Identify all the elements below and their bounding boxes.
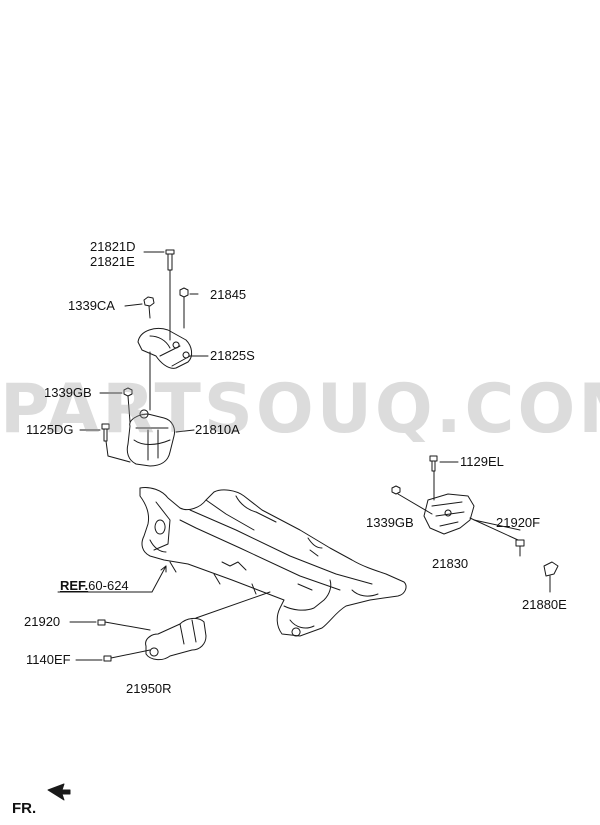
transmission-mount-bracket xyxy=(391,455,559,593)
reference-link[interactable]: REF.60-624 xyxy=(60,578,129,593)
engine-mount-insulator xyxy=(101,387,175,467)
label-leaders xyxy=(69,251,521,661)
ref-leader xyxy=(57,565,167,593)
front-arrow-icon xyxy=(47,783,71,801)
label-21821D: 21821D xyxy=(90,239,136,254)
label-21920: 21920 xyxy=(24,614,61,629)
label-21920F: 21920F xyxy=(496,515,541,530)
reference-number: 60-624 xyxy=(88,578,129,593)
roll-rod-mount xyxy=(97,591,271,662)
label-21825S: 21825S xyxy=(210,348,255,363)
label-1125DG: 1125DG xyxy=(26,422,74,437)
reference-prefix: REF. xyxy=(60,578,89,593)
label-21830: 21830 xyxy=(432,556,469,571)
label-1339CA: 1339CA xyxy=(68,298,115,313)
label-21810A: 21810A xyxy=(195,422,240,437)
front-direction-label: FR. xyxy=(12,800,37,817)
label-1129EL: 1129EL xyxy=(460,454,504,469)
label-1140EF: 1140EF xyxy=(26,652,71,667)
label-21950R: 21950R xyxy=(126,681,172,696)
label-21845: 21845 xyxy=(210,287,247,302)
label-21880E: 21880E xyxy=(522,597,567,612)
label-1339GB-right: 1339GB xyxy=(366,515,414,530)
front-subframe xyxy=(139,487,407,637)
label-1339GB-upper: 1339GB xyxy=(44,385,92,400)
watermark: PARTSOUQ.COM xyxy=(0,370,600,449)
label-21821E: 21821E xyxy=(90,254,135,269)
upper-mount-bracket xyxy=(137,249,193,411)
